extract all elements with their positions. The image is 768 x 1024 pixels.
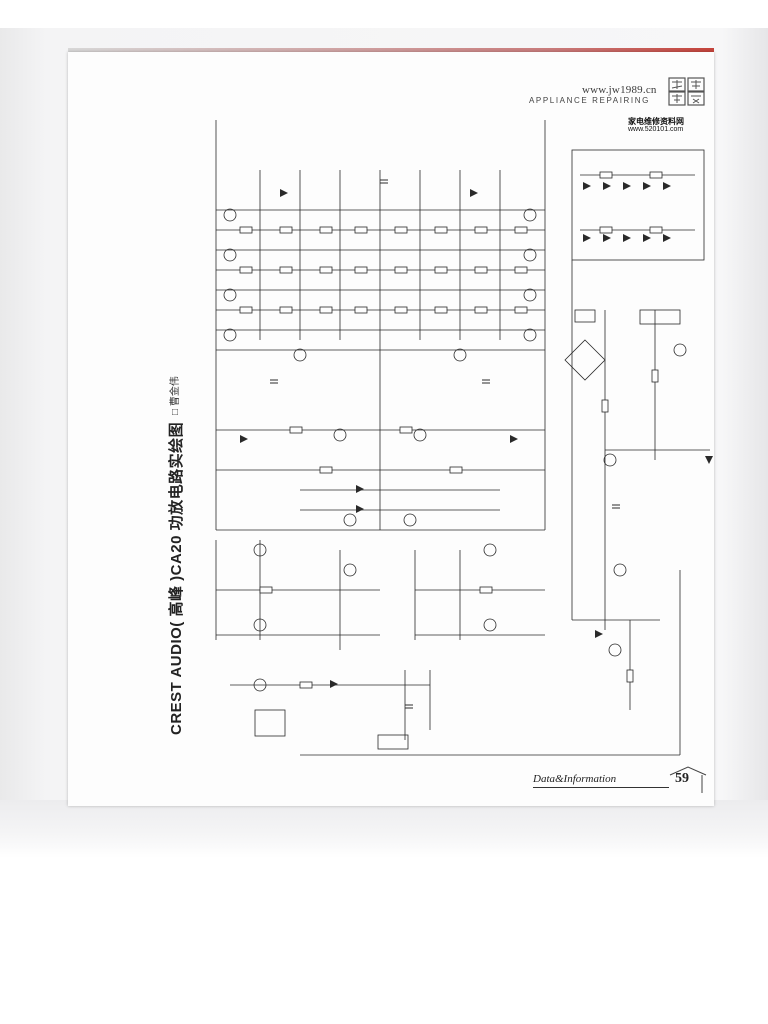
page-number-frame-icon (669, 766, 707, 793)
section-label: Data&Information (533, 773, 617, 785)
site-url: www.jw1989.cn (582, 84, 657, 96)
tagline: APPLIANCE REPAIRING (529, 96, 650, 105)
page-title: CREST AUDIO( 高峰 )CA20 功放电路实绘图 (168, 421, 185, 735)
page-edge (68, 48, 714, 53)
footer-rule (533, 787, 669, 788)
sub-title: 家电维修资料网 (628, 117, 684, 126)
amplifier-schematic (215, 120, 713, 756)
scan-background-bottom (0, 800, 768, 858)
sub-url: www.520101.com (628, 126, 684, 133)
page-number: 59 (675, 771, 689, 786)
author-credit: □ 曹金伟 (170, 376, 181, 415)
magazine-logo-icon (668, 77, 705, 106)
